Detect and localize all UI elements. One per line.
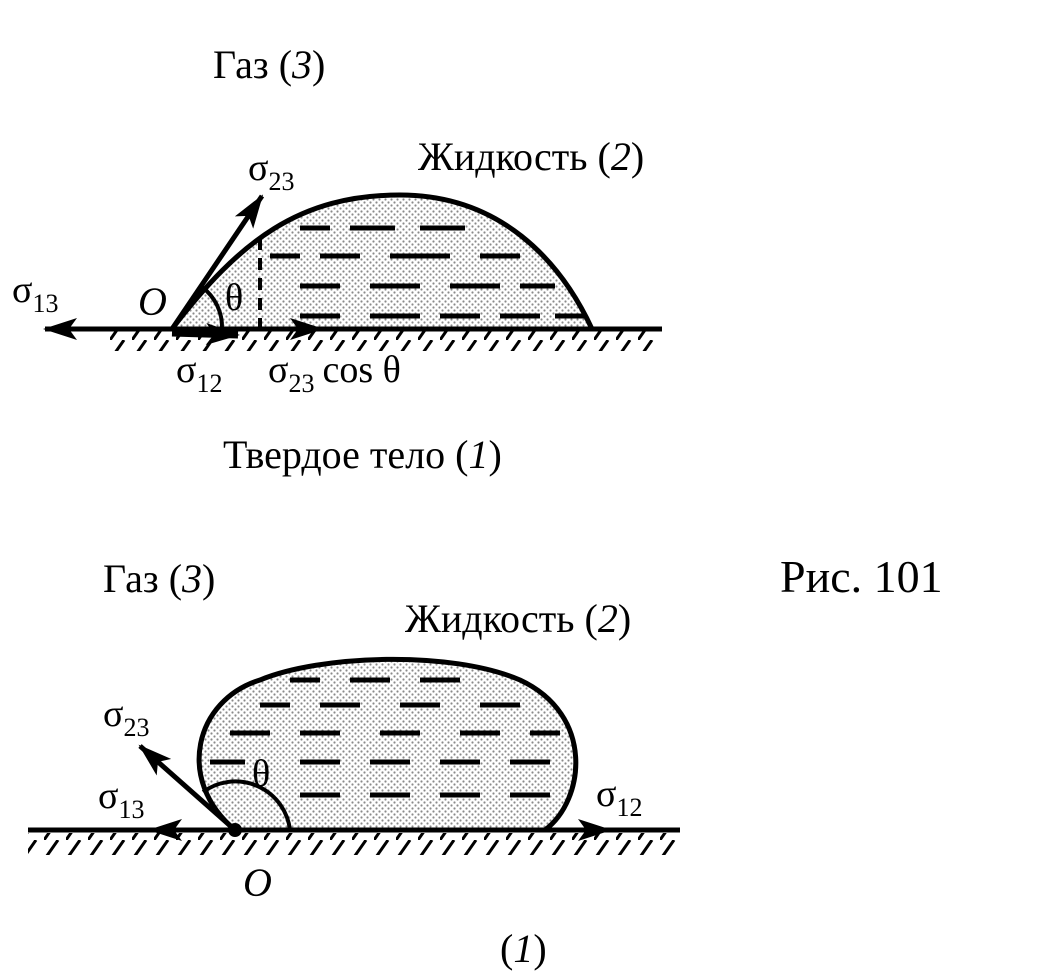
sigma13-label: σ13 bbox=[98, 775, 144, 824]
angle-arc bbox=[200, 285, 225, 330]
angle-theta-label: θ bbox=[252, 753, 270, 795]
liquid-drop bbox=[196, 656, 579, 833]
wetting-diagram: Газ (3) Жидкость (2) Твердое тело (1) σ2… bbox=[12, 42, 662, 477]
non-wetting-diagram: Газ (3) Жидкость (2) (1) σ23 σ13 σ12 O θ bbox=[28, 556, 680, 971]
sigma23-arrow bbox=[138, 744, 237, 832]
sigma12-label: σ12 bbox=[176, 349, 222, 398]
sigma23-label: σ23 bbox=[248, 147, 294, 196]
gas-label: Газ (3) bbox=[213, 42, 325, 87]
point-o-label: O bbox=[243, 860, 272, 905]
sigma23-label: σ23 bbox=[103, 693, 149, 742]
sigma12-arrow bbox=[171, 323, 240, 346]
sigma23-arrow bbox=[169, 194, 265, 331]
angle-theta-label: θ bbox=[225, 277, 243, 319]
solid-hatching bbox=[108, 331, 660, 351]
angle-arc bbox=[201, 779, 292, 831]
solid-hatching bbox=[28, 833, 678, 855]
sigma12-label: σ12 bbox=[596, 773, 642, 822]
solid-label: (1) bbox=[500, 926, 547, 971]
gas-label: Газ (3) bbox=[103, 556, 215, 601]
liquid-label: Жидкость (2) bbox=[418, 134, 644, 179]
figure-caption: Рис. 101 bbox=[780, 551, 943, 602]
liquid-drop bbox=[166, 192, 596, 332]
liquid-label: Жидкость (2) bbox=[405, 596, 631, 641]
solid-label: Твердое тело (1) bbox=[223, 432, 502, 477]
point-o-label: O bbox=[138, 279, 167, 324]
sigma13-label: σ13 bbox=[12, 269, 58, 318]
liquid-dashes bbox=[210, 677, 560, 798]
liquid-dashes bbox=[270, 225, 585, 319]
